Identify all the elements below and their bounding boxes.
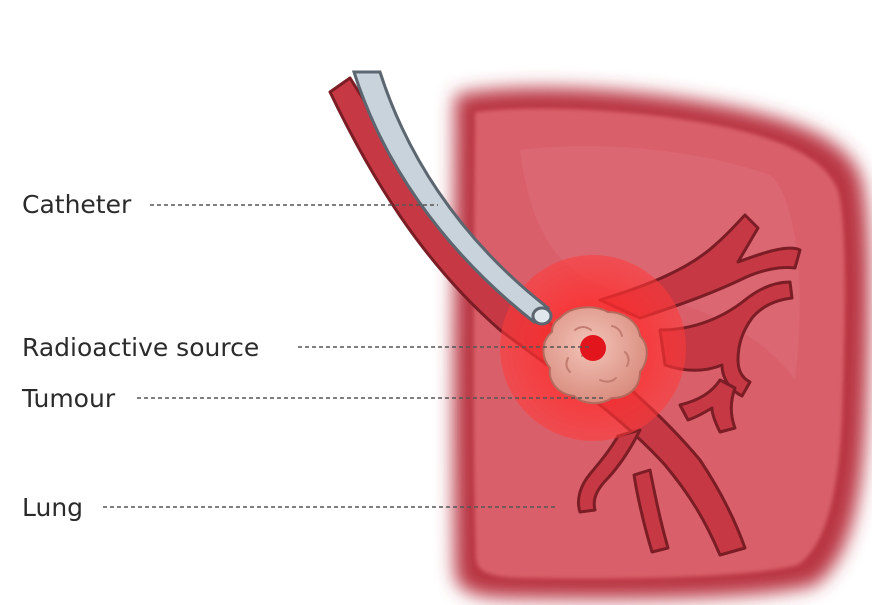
radioactive-source-label: Radioactive source (22, 335, 259, 360)
tumour (543, 307, 646, 403)
radioactive-source (580, 335, 606, 361)
lung-label: Lung (22, 495, 83, 520)
catheter-label: Catheter (22, 192, 131, 217)
catheter-tip (533, 308, 551, 324)
tumour-label: Tumour (22, 386, 115, 411)
